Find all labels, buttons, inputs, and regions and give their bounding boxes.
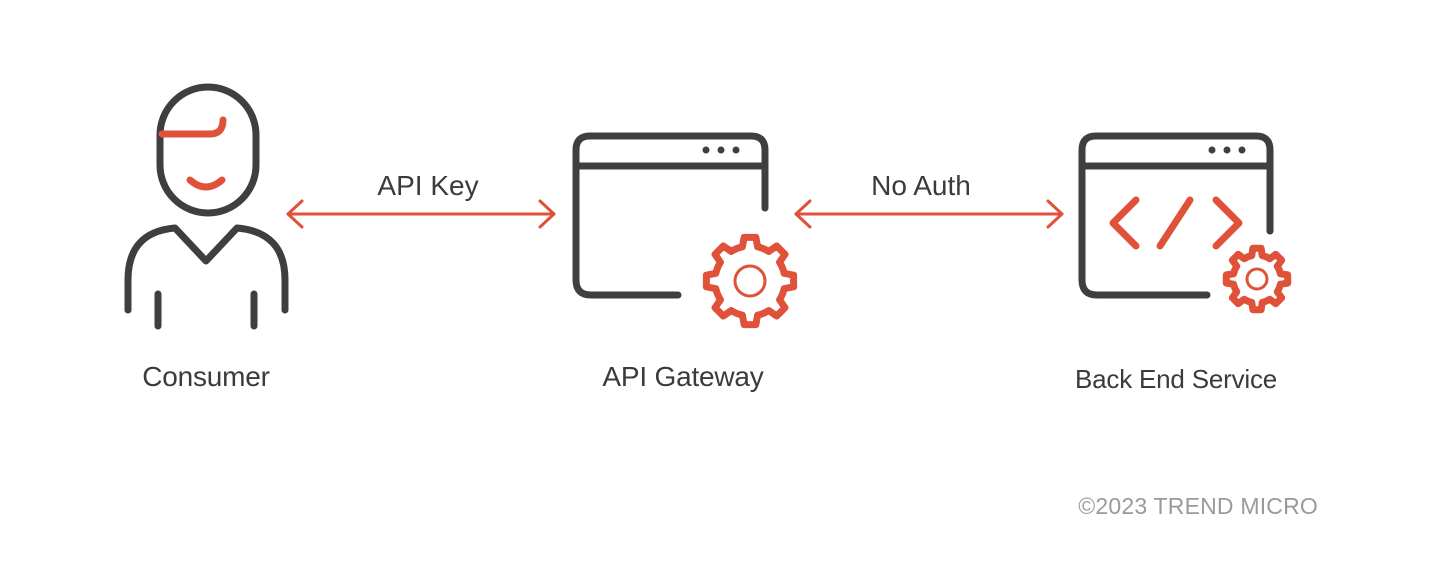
node-label-consumer: Consumer bbox=[142, 361, 270, 392]
edge-label-api-key: API Key bbox=[377, 170, 479, 201]
arrowhead-left-icon bbox=[794, 199, 812, 229]
edge-arrow-no-auth bbox=[794, 199, 1064, 229]
browser-window-outline bbox=[1078, 132, 1274, 299]
person-hair bbox=[158, 116, 227, 138]
arrowhead-left-icon bbox=[286, 199, 304, 229]
browser-menu-dots-icon bbox=[702, 146, 740, 154]
edge-label-no-auth: No Auth bbox=[871, 170, 971, 201]
person-icon bbox=[124, 83, 289, 330]
gear-icon bbox=[702, 233, 798, 329]
code-brackets-icon bbox=[1109, 196, 1243, 250]
node-label-back-end-service: Back End Service bbox=[1074, 364, 1278, 394]
person-shoulders bbox=[124, 224, 289, 314]
gear-hub bbox=[1245, 267, 1269, 291]
node-label-api-gateway: API Gateway bbox=[602, 361, 764, 392]
browser-menu-dots-icon bbox=[1208, 146, 1246, 154]
edge-arrow-api-key bbox=[286, 199, 556, 229]
arrowhead-right-icon bbox=[538, 199, 556, 229]
browser-window-outline bbox=[572, 132, 769, 299]
arrowhead-right-icon bbox=[1046, 199, 1064, 229]
gear-icon bbox=[1222, 244, 1292, 314]
person-smile bbox=[186, 176, 226, 191]
person-head bbox=[156, 83, 260, 217]
gear-hub bbox=[733, 264, 767, 298]
browser-gear-icon bbox=[572, 132, 798, 329]
browser-code-gear-icon bbox=[1078, 132, 1292, 314]
copyright-footer: ©2023 TREND MICRO bbox=[1078, 493, 1318, 519]
